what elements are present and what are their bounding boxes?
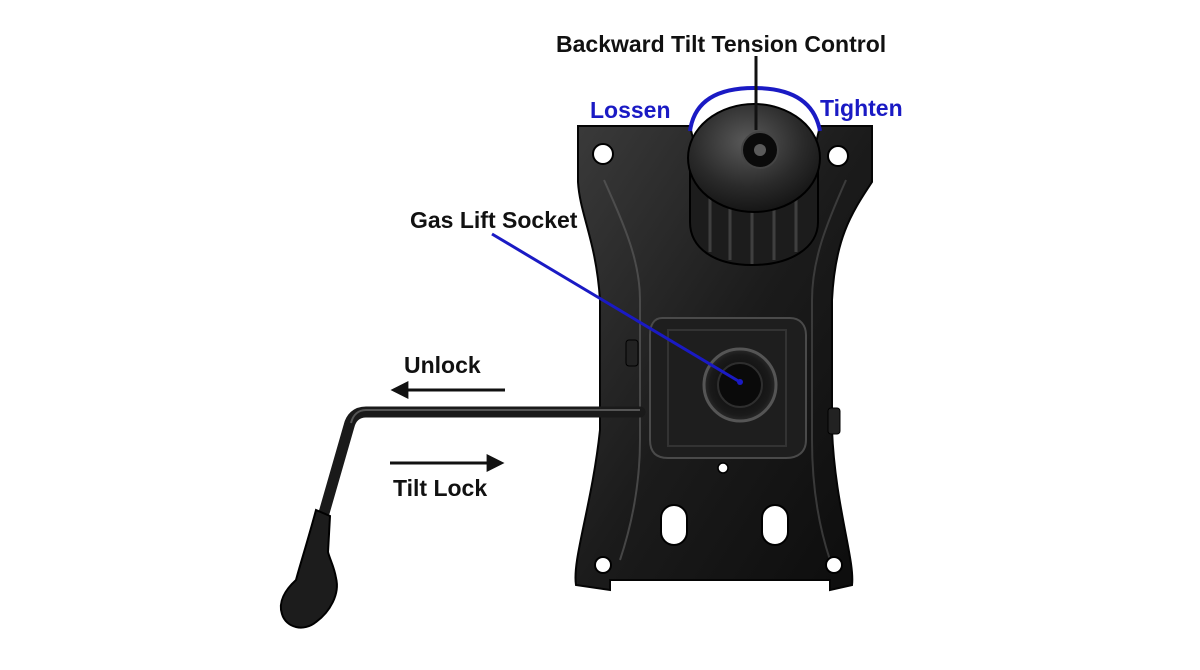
gas-lift-socket-label: Gas Lift Socket xyxy=(410,207,578,233)
tension-arc xyxy=(688,85,822,132)
tension-knob xyxy=(687,103,821,267)
gas-lift-housing xyxy=(649,317,807,459)
mount-slot-left xyxy=(660,504,688,546)
gas-lift-pointer-dot xyxy=(737,379,743,385)
tilt-lock-label: Tilt Lock xyxy=(393,475,488,501)
lever-handle xyxy=(279,508,338,629)
tighten-label: Tighten xyxy=(820,95,903,121)
unlock-label: Unlock xyxy=(404,352,481,378)
mount-hole-top-left xyxy=(592,143,614,165)
gas-lift-leader xyxy=(491,232,741,384)
tension-control-label: Backward Tilt Tension Control xyxy=(556,31,887,57)
pin-hole xyxy=(717,462,729,474)
mount-hole-top-right xyxy=(827,145,849,167)
side-bolt-right xyxy=(827,407,841,435)
lossen-label: Lossen xyxy=(590,97,671,123)
mount-slot-right xyxy=(761,504,789,546)
tilt-lock-lever xyxy=(279,406,646,629)
mount-hole-bottom-right xyxy=(825,556,843,574)
side-bolt-left xyxy=(625,339,639,367)
mount-hole-bottom-left xyxy=(594,556,612,574)
